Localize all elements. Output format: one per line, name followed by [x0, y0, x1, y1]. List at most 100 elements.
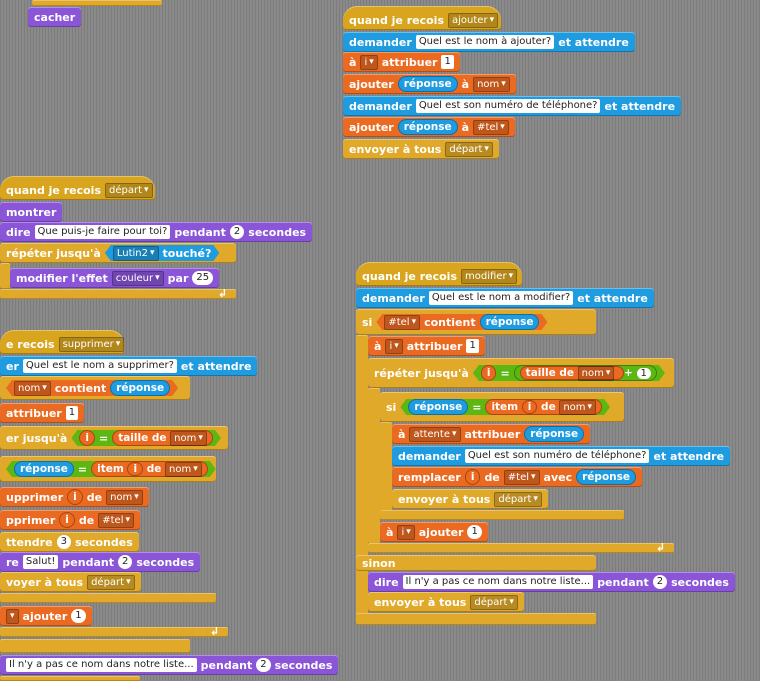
demander-block-2[interactable]: demander Quel est son numéro de téléphon… — [343, 96, 682, 116]
dire-pendant-block[interactable]: re Salut! pendant 2 secondes — [0, 552, 201, 572]
seconds-input[interactable]: 2 — [229, 225, 245, 239]
reponse-reporter[interactable]: réponse — [408, 399, 468, 415]
var-i-reporter[interactable]: i — [59, 512, 75, 528]
item-reporter[interactable]: item i de nom — [91, 461, 208, 477]
sprite-dropdown[interactable]: Lutin2 — [113, 246, 159, 261]
list-dropdown[interactable]: #tel — [384, 315, 420, 330]
dire-text-input[interactable]: Il n'y a pas ce nom dans notre liste... — [402, 575, 594, 589]
broadcast-dropdown[interactable]: départ — [470, 594, 518, 610]
seconds-input[interactable]: 2 — [117, 555, 133, 569]
list-dropdown[interactable]: nom — [473, 76, 510, 92]
add-to-list-block-2[interactable]: ajouter réponse à #tel — [343, 117, 515, 137]
change-amount-input[interactable]: 1 — [71, 609, 86, 623]
message-dropdown[interactable]: modifier — [461, 268, 518, 284]
list-dropdown[interactable]: nom — [578, 366, 615, 381]
if-block[interactable]: nom contient réponse — [0, 376, 190, 400]
value-input[interactable]: 1 — [65, 406, 79, 420]
list-dropdown[interactable]: nom — [165, 462, 202, 477]
length-reporter[interactable]: taille de nom — [112, 430, 213, 446]
replace-item-block[interactable]: remplacer i de #tel avec réponse — [392, 467, 643, 487]
broadcast-dropdown[interactable]: départ — [494, 491, 542, 507]
list-dropdown[interactable]: nom — [559, 400, 596, 415]
reponse-reporter[interactable]: réponse — [14, 461, 74, 477]
list-contains-condition[interactable]: nom contient réponse — [6, 380, 178, 396]
var-i-reporter[interactable]: i — [522, 400, 538, 414]
list-dropdown[interactable]: #tel — [473, 119, 509, 135]
reponse-reporter[interactable]: réponse — [576, 469, 637, 485]
var-i-reporter[interactable]: i — [464, 469, 481, 485]
inner-if-block[interactable]: réponse = item i de nom — [0, 456, 216, 482]
set-attente-block[interactable]: à attente attribuer réponse — [392, 424, 591, 444]
var-dropdown[interactable]: i — [397, 524, 415, 540]
list-dropdown[interactable]: nom — [106, 489, 143, 505]
add-to-list-block[interactable]: ajouter réponse à nom — [343, 74, 516, 94]
delete-from-list-block[interactable]: upprimer i de nom — [0, 487, 149, 507]
var-i-reporter[interactable]: i — [79, 430, 95, 446]
question-input[interactable]: Quel est le nom à ajouter? — [415, 35, 555, 49]
value-input[interactable]: 1 — [441, 55, 454, 69]
var-i-reporter[interactable]: i — [481, 365, 497, 381]
var-dropdown[interactable] — [6, 608, 19, 624]
demander-block-2[interactable]: demander Quel est son numéro de téléphon… — [392, 446, 731, 466]
var-dropdown[interactable]: attente — [409, 426, 461, 442]
wait-seconds-input[interactable]: 3 — [56, 535, 71, 549]
reponse-reporter[interactable]: réponse — [397, 76, 458, 92]
equals-condition-2[interactable]: réponse = item i de nom — [6, 461, 216, 477]
repeat-until-block[interactable]: répéter jusqu'à i = taille de nom + 1 — [368, 358, 674, 388]
hidden-block-bottom[interactable] — [32, 0, 162, 6]
dire-text-input[interactable]: Salut! — [22, 555, 59, 569]
effect-amount-input[interactable]: 25 — [192, 271, 214, 285]
demander-block[interactable]: er Quel est le nom a supprimer? et atten… — [0, 356, 258, 376]
touching-condition[interactable]: Lutin2 touché? — [105, 245, 220, 261]
demander-block[interactable]: demander Quel est le nom à ajouter? et a… — [343, 32, 635, 52]
set-var-block[interactable]: à i attribuer 1 — [368, 336, 485, 356]
cacher-block[interactable]: cacher — [28, 7, 82, 27]
broadcast-block-2[interactable]: envoyer à tous départ — [368, 592, 524, 612]
dire-text-input[interactable]: Que puis-je faire pour toi? — [34, 225, 171, 239]
change-var-block[interactable]: ajouter 1 — [0, 606, 92, 626]
delete-from-list-block-2[interactable]: pprimer i de #tel — [0, 510, 141, 530]
broadcast-block[interactable]: envoyer à tous départ — [343, 139, 499, 159]
change-var-block[interactable]: à i ajouter 1 — [380, 522, 488, 542]
list-dropdown[interactable]: nom — [170, 431, 207, 446]
equals-condition-2[interactable]: réponse = item i de nom — [400, 399, 610, 415]
var-dropdown[interactable]: i — [360, 54, 378, 70]
var-dropdown[interactable]: i — [385, 338, 403, 354]
reponse-reporter[interactable]: réponse — [524, 426, 585, 442]
hat-quand-je-recois-ajouter[interactable]: quand je recois ajouter — [343, 6, 501, 30]
dire-pendant-block-2[interactable]: Il n'y a pas ce nom dans notre liste... … — [0, 655, 339, 675]
plus-value-input[interactable]: 1 — [637, 368, 651, 379]
wait-block[interactable]: ttendre 3 secondes — [0, 532, 139, 552]
reponse-reporter[interactable]: réponse — [480, 314, 540, 330]
value-input[interactable]: 1 — [466, 339, 479, 353]
dire-text-input[interactable]: Il n'y a pas ce nom dans notre liste... — [6, 658, 197, 672]
broadcast-dropdown[interactable]: départ — [87, 574, 135, 590]
question-input-2[interactable]: Quel est son numéro de téléphone? — [464, 449, 650, 463]
hat-recois-supprimer[interactable]: e recois supprimer — [0, 330, 125, 354]
list-contains-condition[interactable]: #tel contient réponse — [376, 314, 547, 330]
repeat-until-block[interactable]: er jusqu'à i = taille de nom — [0, 426, 228, 450]
question-input-2[interactable]: Quel est son numéro de téléphone? — [415, 99, 601, 113]
list-dropdown[interactable]: #tel — [98, 512, 135, 528]
plus-reporter[interactable]: taille de nom + 1 — [514, 365, 657, 381]
if-else-block[interactable]: si #tel contient réponse — [356, 309, 596, 335]
reponse-reporter[interactable]: réponse — [397, 119, 458, 135]
dire-pendant-block[interactable]: dire Il n'y a pas ce nom dans notre list… — [368, 572, 735, 592]
seconds-input[interactable]: 2 — [652, 575, 668, 589]
equals-condition[interactable]: i = taille de nom — [71, 430, 221, 446]
inner-if-block[interactable]: si réponse = item i de nom — [380, 392, 624, 422]
var-i-reporter[interactable]: i — [67, 489, 83, 505]
var-i-reporter[interactable]: i — [127, 462, 143, 476]
item-reporter[interactable]: item i de nom — [485, 399, 602, 415]
broadcast-block[interactable]: envoyer à tous départ — [392, 489, 548, 509]
broadcast-dropdown[interactable]: départ — [445, 141, 493, 157]
effect-dropdown[interactable]: couleur — [111, 270, 164, 286]
change-effect-block[interactable]: modifier l'effet couleur par 25 — [10, 268, 220, 288]
length-reporter[interactable]: taille de nom — [520, 366, 624, 380]
broadcast-block[interactable]: voyer à tous départ — [0, 572, 141, 592]
question-input[interactable]: Quel est le nom a modifier? — [428, 291, 574, 305]
message-dropdown[interactable]: supprimer — [58, 336, 125, 352]
change-amount-input[interactable]: 1 — [467, 525, 482, 539]
demander-block[interactable]: demander Quel est le nom a modifier? et … — [356, 288, 654, 308]
set-var-block[interactable]: à i attribuer 1 — [343, 52, 460, 72]
